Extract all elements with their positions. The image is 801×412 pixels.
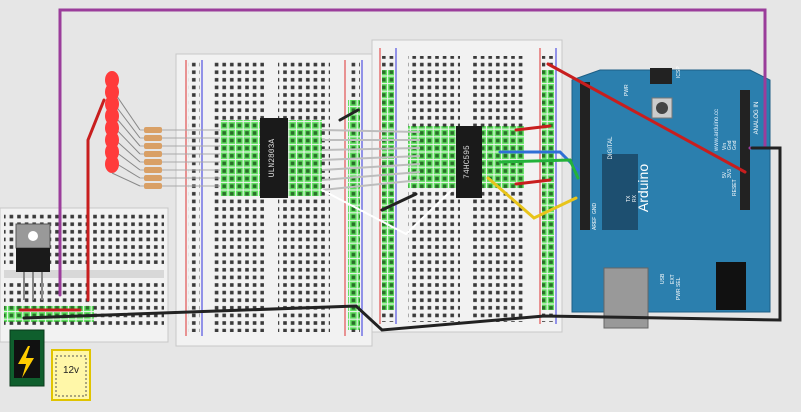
icsp-label: ICSP	[676, 66, 682, 78]
wires	[18, 8, 782, 332]
green-wire	[498, 158, 580, 180]
red-wire	[546, 62, 747, 174]
analog-in-label: ANALOG IN	[754, 102, 760, 135]
74hc595-label: 74HC595	[463, 145, 472, 179]
black-wire	[22, 146, 782, 332]
power-pin-label: Vin	[722, 143, 728, 150]
breadboard-left	[175, 53, 373, 347]
voltage-label: 12v	[63, 365, 79, 376]
led-array	[105, 71, 141, 187]
usb-label: USB	[660, 273, 666, 284]
data-wires	[321, 129, 421, 191]
aref-label: AREF	[592, 217, 598, 230]
power-jack	[9, 329, 45, 387]
red-wire	[514, 124, 552, 132]
power-pin-label: 5V	[722, 171, 728, 178]
power-pin-label: Gnd	[732, 140, 738, 150]
power-pin-label: Gnd	[727, 140, 733, 150]
red-wire	[514, 178, 552, 186]
black-wire	[338, 108, 360, 122]
rx-label: RX	[632, 194, 638, 202]
tx-label: TX	[626, 195, 632, 202]
resistor-array	[140, 127, 220, 189]
74hc595-chip: 74HC595	[456, 126, 482, 198]
resistor	[140, 151, 220, 157]
arduino-url-label: www.arduino.cc	[714, 109, 720, 152]
voltage-regulator	[15, 223, 51, 300]
power-pin-label: RESET	[732, 179, 738, 196]
pwr-led-label: PWR	[624, 84, 630, 96]
power-pin-labels: Vin Gnd Gnd 5V 3V3 RESET	[722, 140, 738, 196]
led	[105, 155, 141, 187]
power-pin-label: 3V3	[727, 169, 733, 178]
pwr-sel-label: PWR SEL	[676, 277, 682, 300]
black-wire	[380, 192, 418, 212]
yellow-wire	[486, 176, 578, 220]
resistor	[140, 143, 220, 149]
ext-label: EXT	[670, 274, 676, 284]
reset-button-icon	[656, 102, 668, 114]
lightning-icon	[18, 346, 34, 378]
resistor	[140, 167, 220, 173]
digital-label: DIGITAL	[608, 136, 614, 160]
white-wire	[321, 189, 453, 236]
resistor	[140, 159, 220, 165]
uln2803a-label: ULN2803A	[268, 139, 277, 178]
resistor	[140, 175, 220, 181]
resistor	[140, 183, 220, 189]
gnd-label: GND	[592, 203, 598, 215]
resistor	[140, 135, 220, 141]
red-wire	[86, 98, 106, 302]
voltage-note: 12v	[51, 349, 91, 401]
uln2803a-chip: ULN2803A	[260, 118, 288, 198]
resistor	[140, 127, 220, 133]
arduino-board: Arduino www.arduino.cc DIGITAL ICSP PWR …	[571, 66, 771, 329]
arduino-brand-label: Arduino	[635, 164, 651, 212]
